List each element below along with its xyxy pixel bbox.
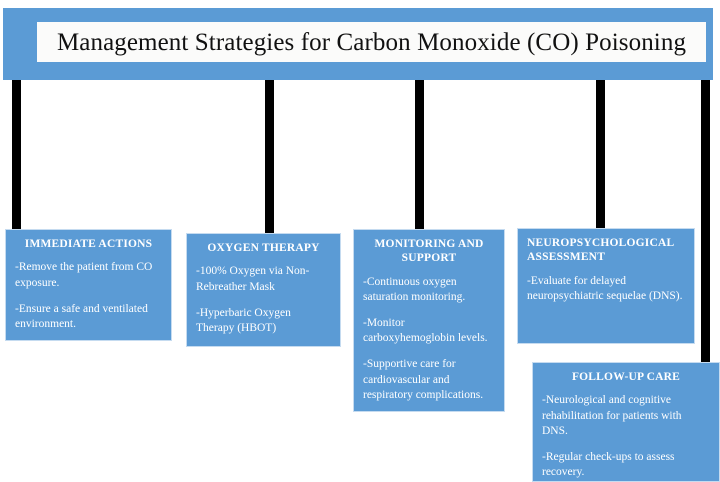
title-panel: Management Strategies for Carbon Monoxid… — [37, 22, 706, 62]
list-item: -100% Oxygen via Non-Rebreather Mask — [196, 265, 310, 293]
card-body: -100% Oxygen via Non-Rebreather Mask -Hy… — [196, 264, 331, 336]
card-body: -Continuous oxygen saturation monitoring… — [363, 275, 495, 403]
card-heading: OXYGEN THERAPY — [207, 242, 320, 254]
card-heading: IMMEDIATE ACTIONS — [24, 238, 153, 250]
page-title: Management Strategies for Carbon Monoxid… — [56, 28, 687, 56]
card-heading: FOLLOW-UP CARE — [571, 371, 681, 383]
connector-line-oxygen-therapy — [265, 80, 274, 235]
title-banner: Management Strategies for Carbon Monoxid… — [3, 8, 713, 80]
card-body: -Evaluate for delayed neuropsychiatric s… — [527, 274, 685, 304]
card-neuropsychological-assessment[interactable]: NEUROPSYCHOLOGICAL ASSESSMENT -Evaluate … — [517, 228, 695, 344]
card-immediate-actions[interactable]: IMMEDIATE ACTIONS -Remove the patient fr… — [5, 229, 172, 341]
list-item: -Ensure a safe and ventilated environmen… — [15, 302, 148, 330]
card-body: -Remove the patient from CO exposure. -E… — [15, 260, 162, 332]
list-item: -Remove the patient from CO exposure. — [15, 261, 153, 289]
list-item: -Supportive care for cardiovascular and … — [363, 358, 484, 401]
connector-line-follow-up-care — [701, 80, 710, 362]
connector-line-monitoring-and-support — [415, 80, 424, 230]
card-oxygen-therapy[interactable]: OXYGEN THERAPY -100% Oxygen via Non-Rebr… — [186, 233, 341, 347]
card-heading: MONITORING AND SUPPORT — [374, 238, 484, 265]
list-item: -Hyperbaric Oxygen Therapy (HBOT) — [196, 306, 291, 334]
list-item: -Continuous oxygen saturation monitoring… — [363, 275, 466, 303]
list-item: -Monitor carboxyhemoglobin levels. — [363, 317, 488, 345]
card-body: -Neurological and cognitive rehabilitati… — [542, 393, 710, 480]
list-item: -Neurological and cognitive rehabilitati… — [542, 394, 682, 437]
list-item: -Evaluate for delayed neuropsychiatric s… — [527, 274, 683, 302]
connector-line-immediate-actions — [12, 80, 21, 230]
card-heading: NEUROPSYCHOLOGICAL ASSESSMENT — [527, 237, 674, 264]
connector-line-neuropsychological-assessment — [596, 80, 605, 228]
list-item: -Regular check-ups to assess recovery. — [542, 450, 675, 479]
card-monitoring-and-support[interactable]: MONITORING AND SUPPORT -Continuous oxyge… — [353, 229, 505, 412]
card-follow-up-care[interactable]: FOLLOW-UP CARE -Neurological and cogniti… — [532, 362, 720, 482]
